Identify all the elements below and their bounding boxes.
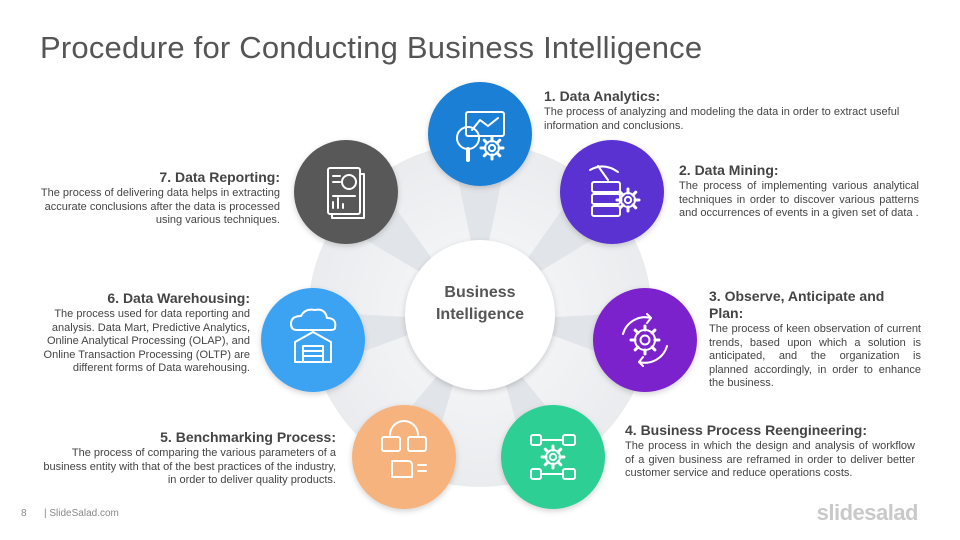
step-description: The process of comparing the various par… [43,447,336,486]
node-benchmarking [352,405,456,509]
comparison-hand-icon [381,420,427,478]
step-benchmarking: 5. Benchmarking Process: The process of … [40,429,336,488]
step-title: 1. Data Analytics: [544,88,661,104]
step-description: The process of analyzing and modeling th… [544,106,900,132]
step-description: The process of delivering data helps in … [40,187,280,226]
node-observe [593,288,697,392]
analytics-magnifier-gear-icon [456,111,505,162]
node-mining [560,140,664,244]
step-analytics: 1. Data Analytics: The process of analyz… [544,88,914,133]
step-description: The process of implementing various anal… [679,180,919,219]
step-description: The process of keen observation of curre… [709,323,921,389]
step-nodes [261,82,697,509]
report-document-icon [327,167,365,219]
node-circle [428,82,532,186]
step-title: 7. Data Reporting: [159,169,280,185]
node-analytics [428,82,532,186]
step-warehousing: 6. Data Warehousing: The process used fo… [40,290,250,376]
step-description: The process in which the design and anal… [625,440,915,479]
brand-logo: slidesalad [816,500,919,525]
cycle-gear-icon [622,313,668,367]
center-circle [405,240,555,390]
step-observe: 3. Observe, Anticipate and Plan: The pro… [709,288,921,391]
page-title: Procedure for Conducting Business Intell… [40,30,703,65]
node-circle [501,405,605,509]
step-title: 5. Benchmarking Process: [160,429,336,445]
node-circle [593,288,697,392]
node-warehousing [261,288,365,392]
step-title: 4. Business Process Reengineering: [625,422,867,438]
cloud-warehouse-icon [290,308,337,363]
step-reporting: 7. Data Reporting: The process of delive… [40,169,280,228]
step-mining: 2. Data Mining: The process of implement… [679,162,919,221]
node-reengineering [501,405,605,509]
node-reporting [294,140,398,244]
center-label-line2: Intelligence [435,306,525,323]
step-reengineering: 4. Business Process Reengineering: The p… [625,422,915,481]
node-circle [261,288,365,392]
page-number: 8 [21,508,27,519]
step-title: 2. Data Mining: [679,162,779,178]
step-description: The process used for data reporting and … [43,308,250,374]
step-title: 6. Data Warehousing: [107,290,250,306]
workflow-icon [530,434,576,480]
footer-site: | SlideSalad.com [44,508,119,519]
node-circle [294,140,398,244]
server-pickaxe-gear-icon [589,165,641,217]
node-circle [352,405,456,509]
center-label: Business Intelligence [420,282,540,326]
center-label-line1: Business [444,284,516,301]
step-title: 3. Observe, Anticipate and Plan: [709,288,885,321]
